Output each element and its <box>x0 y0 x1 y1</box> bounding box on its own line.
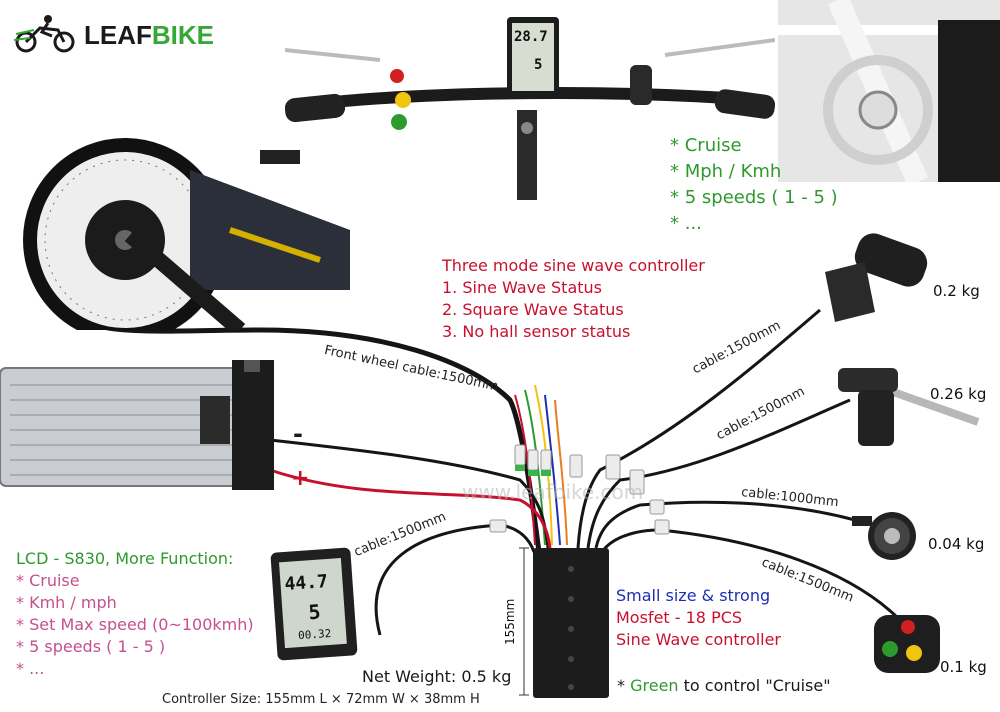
switch-weight: 0.1 kg <box>940 658 987 676</box>
throttle-photo <box>815 232 930 332</box>
controller-modes-title: Three mode sine wave controller <box>442 256 705 275</box>
controller-line2: Mosfet - 18 PCS <box>616 608 743 627</box>
cruise-note-suffix: to control "Cruise" <box>678 676 831 695</box>
controller-modes: Three mode sine wave controller 1. Sine … <box>442 255 705 343</box>
lcd-screen-gear: 5 <box>307 599 322 625</box>
lcd-screen-speed: 44.7 <box>283 571 329 595</box>
handlebar-photo <box>285 0 775 200</box>
lcd-feature: * 5 speeds ( 1 - 5 ) <box>16 637 166 656</box>
throttle-weight: 0.2 kg <box>933 282 980 300</box>
cruise-note-green: Green <box>630 676 679 695</box>
lcd-s830-device: 44.7 5 00.32 <box>270 547 358 661</box>
controller-unit <box>533 548 609 698</box>
function-switch-photo <box>870 605 945 677</box>
battery-negative-label: - <box>293 420 303 448</box>
pas-sensor-photo <box>852 506 922 566</box>
brake-weight: 0.26 kg <box>930 385 987 403</box>
top-display-speed: 28.7 <box>514 29 548 45</box>
cyclist-icon <box>13 15 75 53</box>
front-hub-photo <box>778 0 1000 182</box>
handlebar-feature: * Mph / Kmh <box>670 161 782 182</box>
controller-line3: Sine Wave controller <box>616 630 781 649</box>
controller-size: Controller Size: 155mm L × 72mm W × 38mm… <box>162 692 480 707</box>
controller-mode-item: 1. Sine Wave Status <box>442 278 603 297</box>
hub-motor-wheel-photo <box>20 60 350 330</box>
lcd-title: LCD - S830, More Function: <box>16 549 234 568</box>
controller-mode-item: 2. Square Wave Status <box>442 300 624 319</box>
brand-name-part1: LEAF <box>84 20 152 50</box>
handlebar-feature: * 5 speeds ( 1 - 5 ) <box>670 187 838 208</box>
controller-line1: Small size & strong <box>616 586 771 605</box>
net-weight: Net Weight: 0.5 kg <box>362 667 512 686</box>
lcd-feature: * ... <box>16 659 45 678</box>
handlebar-feature: * ... <box>670 213 702 234</box>
handlebar-features: * Cruise * Mph / Kmh * 5 speeds ( 1 - 5 … <box>670 133 838 237</box>
battery-positive-label: + <box>291 466 310 491</box>
brake-lever-photo <box>828 362 988 452</box>
top-lcd-display: 28.7 5 <box>507 17 559 99</box>
cruise-note-prefix: * <box>617 676 631 695</box>
handlebar-feature: * Cruise <box>670 135 742 156</box>
lcd-feature: * Cruise <box>16 571 80 590</box>
brand-logo: LEAFBIKE <box>12 14 215 54</box>
controller-description: Small size & strong Mosfet - 18 PCS Sine… <box>616 585 781 651</box>
lcd-screen-odo: 00.32 <box>297 626 332 643</box>
lcd-features: LCD - S830, More Function: * Cruise * Km… <box>16 548 254 680</box>
battery-pack <box>0 358 275 490</box>
top-display-gear: 5 <box>534 57 543 73</box>
lcd-feature: * Kmh / mph <box>16 593 117 612</box>
cruise-note: * Green to control "Cruise" <box>617 676 831 695</box>
controller-height-label: 155mm <box>503 598 517 645</box>
brand-name-part2: BIKE <box>151 20 215 50</box>
lcd-feature: * Set Max speed (0~100kmh) <box>16 615 254 634</box>
controller-mode-item: 3. No hall sensor status <box>442 322 631 341</box>
watermark: www.leafbike.com <box>462 480 644 504</box>
pas-weight: 0.04 kg <box>928 535 985 553</box>
